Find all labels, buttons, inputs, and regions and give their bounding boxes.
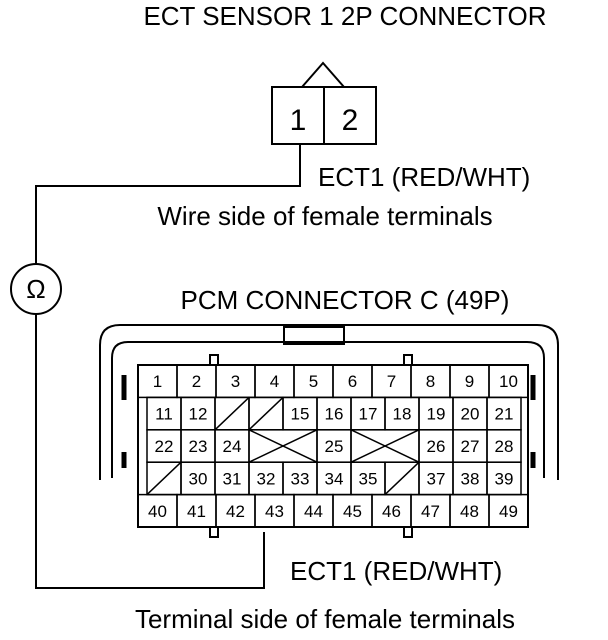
- terminal-label: 9: [465, 372, 474, 391]
- terminal-label: 46: [382, 502, 401, 521]
- terminal-label: 25: [325, 437, 344, 456]
- terminal-label: 47: [421, 502, 440, 521]
- terminal-label: 32: [257, 469, 276, 488]
- terminal-label: 31: [223, 469, 242, 488]
- blank-slash: [146, 461, 182, 496]
- terminal-label: 38: [461, 469, 480, 488]
- ect-wire-label: ECT1 (RED/WHT): [318, 162, 530, 192]
- terminal-label: 27: [461, 437, 480, 456]
- pcm-wire-label: ECT1 (RED/WHT): [290, 556, 502, 586]
- terminal-label: 16: [325, 405, 344, 424]
- terminal-label: 5: [309, 372, 318, 391]
- pcm-connector-housing: [99, 324, 559, 538]
- terminal-label: 30: [189, 469, 208, 488]
- terminal-label: 7: [387, 372, 396, 391]
- terminal-label: 10: [499, 372, 518, 391]
- terminal-label: 41: [187, 502, 206, 521]
- blank-slash: [248, 396, 284, 431]
- terminal-label: 44: [304, 502, 323, 521]
- terminal-label: 4: [270, 372, 279, 391]
- terminal-label: 18: [393, 405, 412, 424]
- pcm-view-label: Terminal side of female terminals: [135, 604, 515, 634]
- terminal-label: 26: [427, 437, 446, 456]
- terminal-label: 2: [192, 372, 201, 391]
- ect-connector-title: ECT SENSOR 1 2P CONNECTOR: [143, 1, 546, 31]
- terminal-label: 12: [189, 405, 208, 424]
- terminal-label: 42: [226, 502, 245, 521]
- blank-slash: [384, 461, 420, 496]
- ect-pin-2: 2: [342, 104, 359, 137]
- terminal-label: 40: [148, 502, 167, 521]
- terminal-label: 8: [426, 372, 435, 391]
- terminal-label: 24: [223, 437, 242, 456]
- keyed-blank-x: [248, 429, 318, 463]
- terminal-label: 33: [291, 469, 310, 488]
- pcm-connector-title: PCM CONNECTOR C (49P): [181, 285, 510, 315]
- terminal-label: 43: [265, 502, 284, 521]
- ect-pin-1: 1: [290, 104, 307, 137]
- terminal-label: 49: [499, 502, 518, 521]
- terminal-label: 37: [427, 469, 446, 488]
- terminal-label: 39: [495, 469, 514, 488]
- terminal-label: 19: [427, 405, 446, 424]
- terminal-label: 48: [460, 502, 479, 521]
- ohmmeter-icon: [10, 263, 62, 315]
- terminal-cell: [486, 429, 522, 463]
- terminal-label: 34: [325, 469, 344, 488]
- terminal-label: 35: [359, 469, 378, 488]
- terminal-label: 28: [495, 437, 514, 456]
- terminal-label: 3: [231, 372, 240, 391]
- terminal-label: 45: [343, 502, 362, 521]
- terminal-label: 17: [359, 405, 378, 424]
- keyed-blank-x: [350, 429, 420, 463]
- terminal-label: 6: [348, 372, 357, 391]
- ohmmeter-symbol: Ω: [26, 274, 45, 304]
- test-lead-wire: [35, 144, 301, 589]
- terminal-label: 23: [189, 437, 208, 456]
- terminal-label: 22: [155, 437, 174, 456]
- ect-connector-shape: [271, 61, 377, 145]
- terminal-label: 20: [461, 405, 480, 424]
- terminal-label: 1: [153, 372, 162, 391]
- terminal-label: 11: [155, 405, 173, 424]
- blank-slash: [214, 396, 250, 431]
- terminal-label: 15: [291, 405, 310, 424]
- terminal-label: 21: [495, 405, 514, 424]
- ect-view-label: Wire side of female terminals: [157, 201, 492, 231]
